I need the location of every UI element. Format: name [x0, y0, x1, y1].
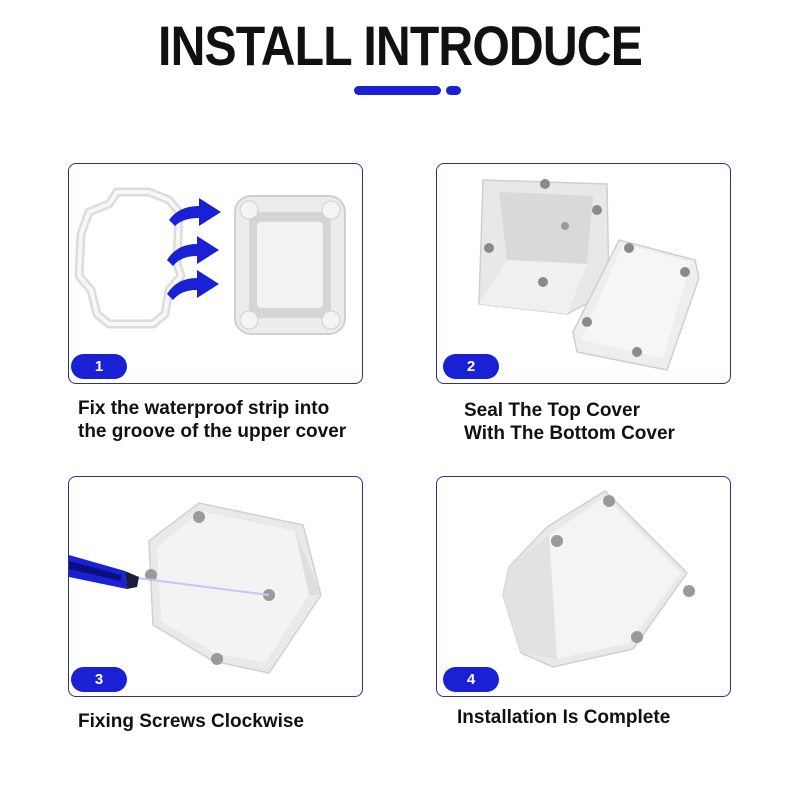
- step-2-caption-line2: With The Bottom Cover: [464, 423, 675, 444]
- step-1-illustration: [74, 187, 346, 335]
- step-2-illustration: [478, 179, 700, 371]
- page-title: INSTALL INTRODUCE: [158, 14, 643, 77]
- enclosure-open-top: [234, 195, 346, 335]
- enclosure-installed: [502, 490, 695, 668]
- step-4-caption: Installation Is Complete: [457, 707, 671, 728]
- step-badge: 3: [71, 667, 127, 692]
- step-3-panel: 3: [68, 476, 363, 697]
- step-1-panel: 1: [68, 163, 363, 384]
- enclosure-closed: [145, 502, 322, 674]
- step-2-caption-line1: Seal The Top Cover: [464, 400, 640, 421]
- title-underline-short: [446, 86, 461, 95]
- step-4-illustration: [502, 490, 695, 668]
- step-2-panel: 2: [436, 163, 731, 384]
- step-badge: 1: [71, 354, 127, 379]
- step-badge: 2: [443, 354, 499, 379]
- screwdriver-icon: [69, 555, 270, 596]
- enclosure-top-cover: [572, 239, 700, 371]
- step-4-panel: 4: [436, 476, 731, 697]
- step-1-caption-line1: Fix the waterproof strip into: [78, 398, 330, 419]
- step-badge: 4: [443, 667, 499, 692]
- step-1-caption-line2: the groove of the upper cover: [78, 421, 347, 442]
- arrow-right-icon: [169, 198, 221, 226]
- step-3-caption: Fixing Screws Clockwise: [78, 711, 304, 732]
- enclosure-bottom-box: [478, 179, 610, 315]
- arrow-right-icon: [167, 236, 219, 266]
- step-3-illustration: [69, 502, 322, 674]
- arrow-right-icon: [167, 270, 219, 300]
- title-underline-long: [354, 86, 441, 95]
